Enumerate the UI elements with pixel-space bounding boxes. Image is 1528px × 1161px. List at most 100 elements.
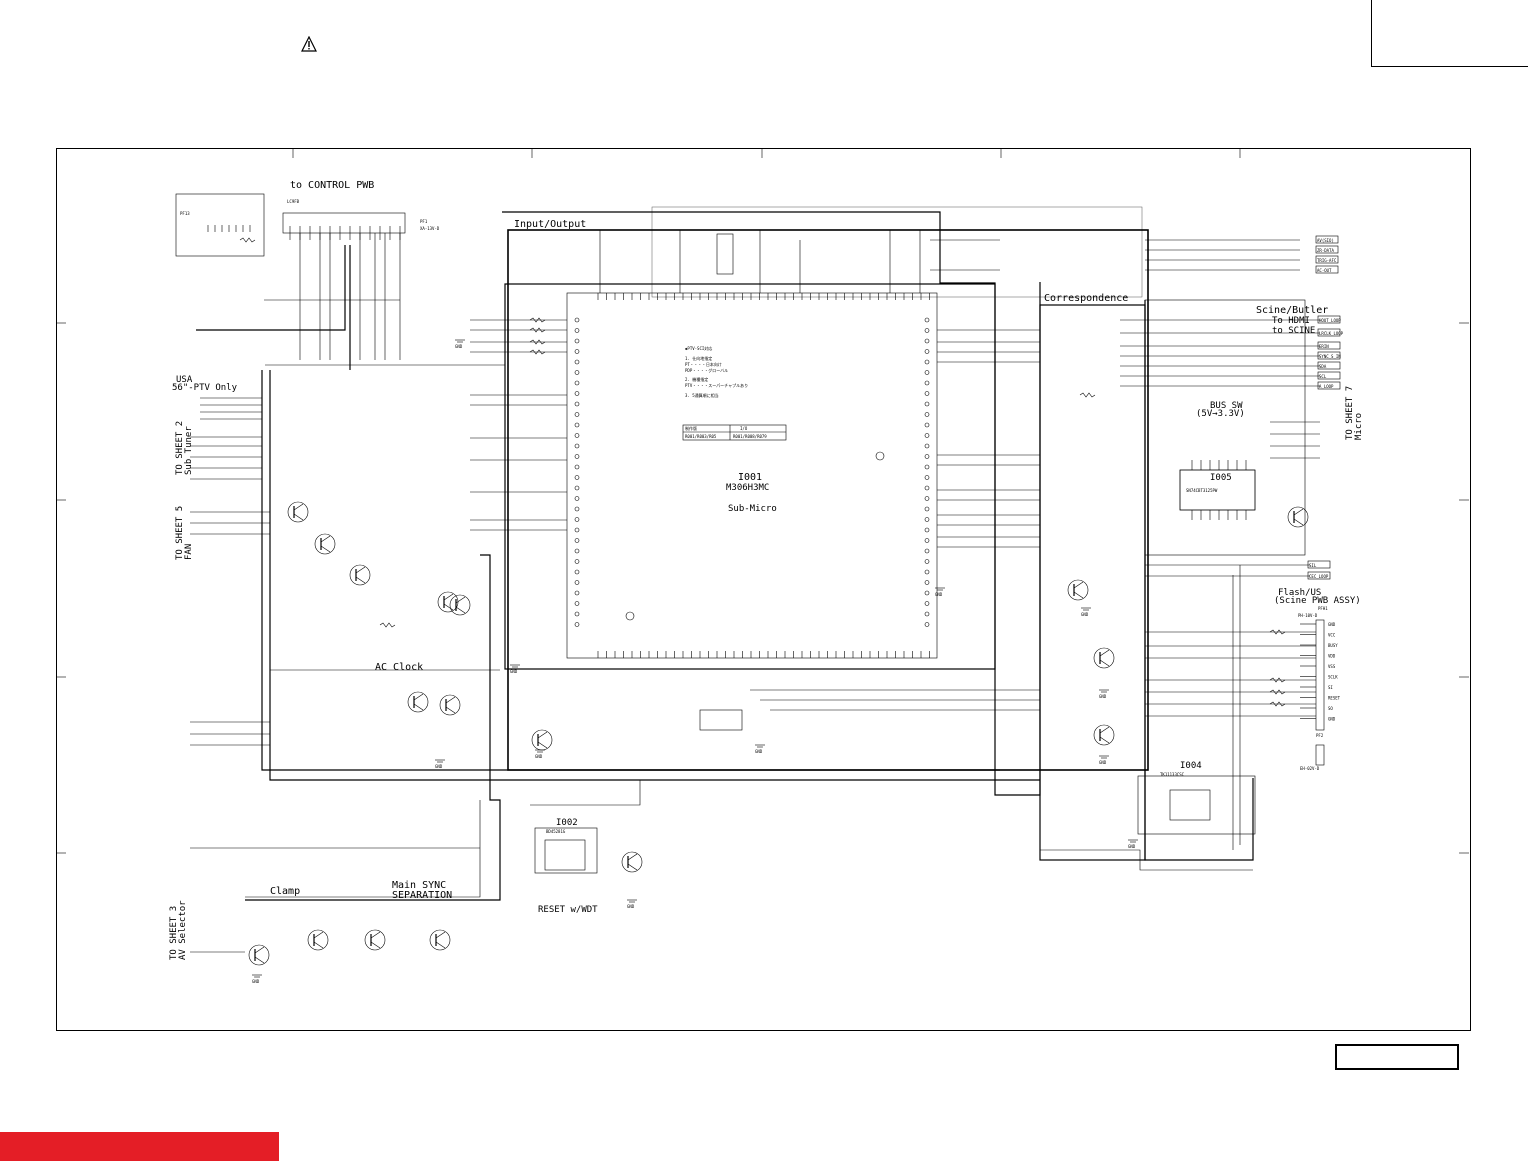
- ic-pin-right: [924, 370, 930, 375]
- transistor-emitter: [1099, 736, 1110, 744]
- signal-tag-label: AC-OUT: [1317, 268, 1332, 273]
- ic-pin-left: [574, 496, 580, 501]
- ic-pin-left: [574, 359, 580, 365]
- ic-pin-right: [924, 506, 930, 512]
- signal-tag: [1315, 235, 1339, 244]
- transistor: [429, 929, 451, 951]
- i005-ref: I005: [1210, 473, 1232, 483]
- transistor-emitter: [537, 741, 548, 749]
- note-line-2: PT・・・・日本向け: [685, 361, 722, 367]
- note-header: ◆PTV-SCI対応: [685, 345, 712, 351]
- transistor: [407, 691, 429, 713]
- flash-pin-label: VCC: [1328, 633, 1336, 638]
- signal-tag-label: SCL: [1319, 374, 1327, 379]
- transistor: [621, 851, 643, 873]
- to-sheet-5-group: TO SHEET 5 FAN: [175, 506, 194, 560]
- lc-connector-ref: LC9FB: [287, 199, 300, 204]
- ic-pin-left: [574, 475, 580, 480]
- ic-pin-right: [924, 412, 930, 417]
- transistor-collector: [413, 693, 424, 701]
- i002-part: BD45281G: [546, 829, 566, 834]
- transistor-collector: [293, 503, 304, 511]
- signal-tag-label: ZR-DATA: [1317, 248, 1334, 253]
- transistor: [1067, 579, 1089, 601]
- usa-label: USA: [176, 375, 193, 385]
- i004-part: TK11133CSC: [1160, 772, 1185, 777]
- ic-pin-left: [574, 527, 580, 533]
- ic-pin-left: [574, 601, 580, 606]
- ic-pin-left: [574, 338, 580, 344]
- ic-pin-right: [924, 590, 930, 596]
- i002-ref: I002: [556, 818, 578, 828]
- ic-pin-right: [924, 475, 930, 480]
- caution-triangle-icon: [301, 36, 317, 52]
- ic-pin-left: [574, 622, 580, 627]
- frame-ticks: [56, 148, 1469, 854]
- transistor-collector: [370, 931, 381, 939]
- note-table-r2: R001/R008/R079: [733, 434, 767, 439]
- transistor-emitter: [254, 956, 265, 964]
- ic-pin-right: [924, 443, 930, 449]
- signal-tag: [1317, 371, 1341, 380]
- ic-pin-right: [924, 496, 930, 501]
- ic-pin-left: [574, 611, 580, 617]
- ic-pin-right: [924, 401, 930, 407]
- ic-pin-left: [574, 443, 580, 449]
- transistor: [1093, 724, 1115, 746]
- ic-pin-left: [574, 401, 580, 407]
- ic-pin-right: [924, 601, 930, 606]
- ic-pin-left: [574, 580, 580, 585]
- pf13-ref: PF13: [180, 211, 190, 216]
- ic-pin-left: [574, 454, 580, 459]
- transistor-emitter: [1073, 591, 1084, 599]
- flash-us-label: Flash/US: [1278, 588, 1321, 598]
- transistor-emitter: [293, 513, 304, 521]
- signal-tag-label: CEC_LOOP: [1309, 574, 1329, 579]
- ic-pin-right: [924, 454, 930, 459]
- transistor: [439, 694, 461, 716]
- ic-pin-right: [924, 622, 930, 627]
- i005-ic: [1179, 469, 1256, 511]
- signal-tag-label: SDA: [1319, 364, 1327, 369]
- ic-pin-right: [924, 338, 930, 344]
- ground-label: GND: [435, 764, 443, 769]
- ic-pin-left: [574, 517, 580, 522]
- ic-pin-left: [574, 317, 580, 323]
- flash-pin-label: SCLK: [1328, 675, 1338, 680]
- transistor-collector: [1099, 649, 1110, 657]
- transistor-collector: [355, 566, 366, 574]
- transistor-collector: [445, 696, 456, 704]
- signal-tag: [1315, 265, 1339, 274]
- transistor: [287, 501, 309, 523]
- transistor: [248, 944, 270, 966]
- transistor-emitter: [313, 941, 324, 949]
- title-corner-box: [1371, 0, 1528, 67]
- clamp-label: Clamp: [270, 886, 300, 897]
- signal-tag: [1317, 341, 1341, 350]
- ic-pin-right: [924, 328, 930, 333]
- main-sync-label: Main SYNC: [392, 880, 446, 891]
- signal-tag: [1317, 381, 1341, 390]
- signal-tag: [1307, 560, 1331, 569]
- to-control-pwb-label: to CONTROL PWB: [290, 180, 374, 191]
- transistor-collector: [455, 596, 466, 604]
- signal-tag: [1317, 361, 1341, 370]
- transistor: [307, 929, 329, 951]
- signal-tag-label: A_LOOP: [1319, 384, 1334, 389]
- ic-pins: [207, 225, 1247, 658]
- ground-label: GND: [1128, 844, 1136, 849]
- signal-tag: [1315, 245, 1339, 254]
- transistor-collector: [1293, 508, 1304, 516]
- transistor-emitter: [435, 941, 446, 949]
- flash-pin-label: BUSY: [1328, 643, 1338, 648]
- i001-ref: I001: [738, 472, 762, 483]
- transistor-emitter: [355, 576, 366, 584]
- transistor-emitter: [445, 706, 456, 714]
- signal-tag-label: ERIN: [1319, 344, 1329, 349]
- ic-pin-left: [574, 559, 580, 564]
- to-sheet-5-label: TO SHEET 5: [175, 506, 185, 560]
- signal-tag: [1317, 328, 1341, 337]
- signal-tag: [1317, 315, 1341, 324]
- flash-pin-label: RESET: [1328, 696, 1341, 701]
- ic-pin-right: [924, 517, 930, 522]
